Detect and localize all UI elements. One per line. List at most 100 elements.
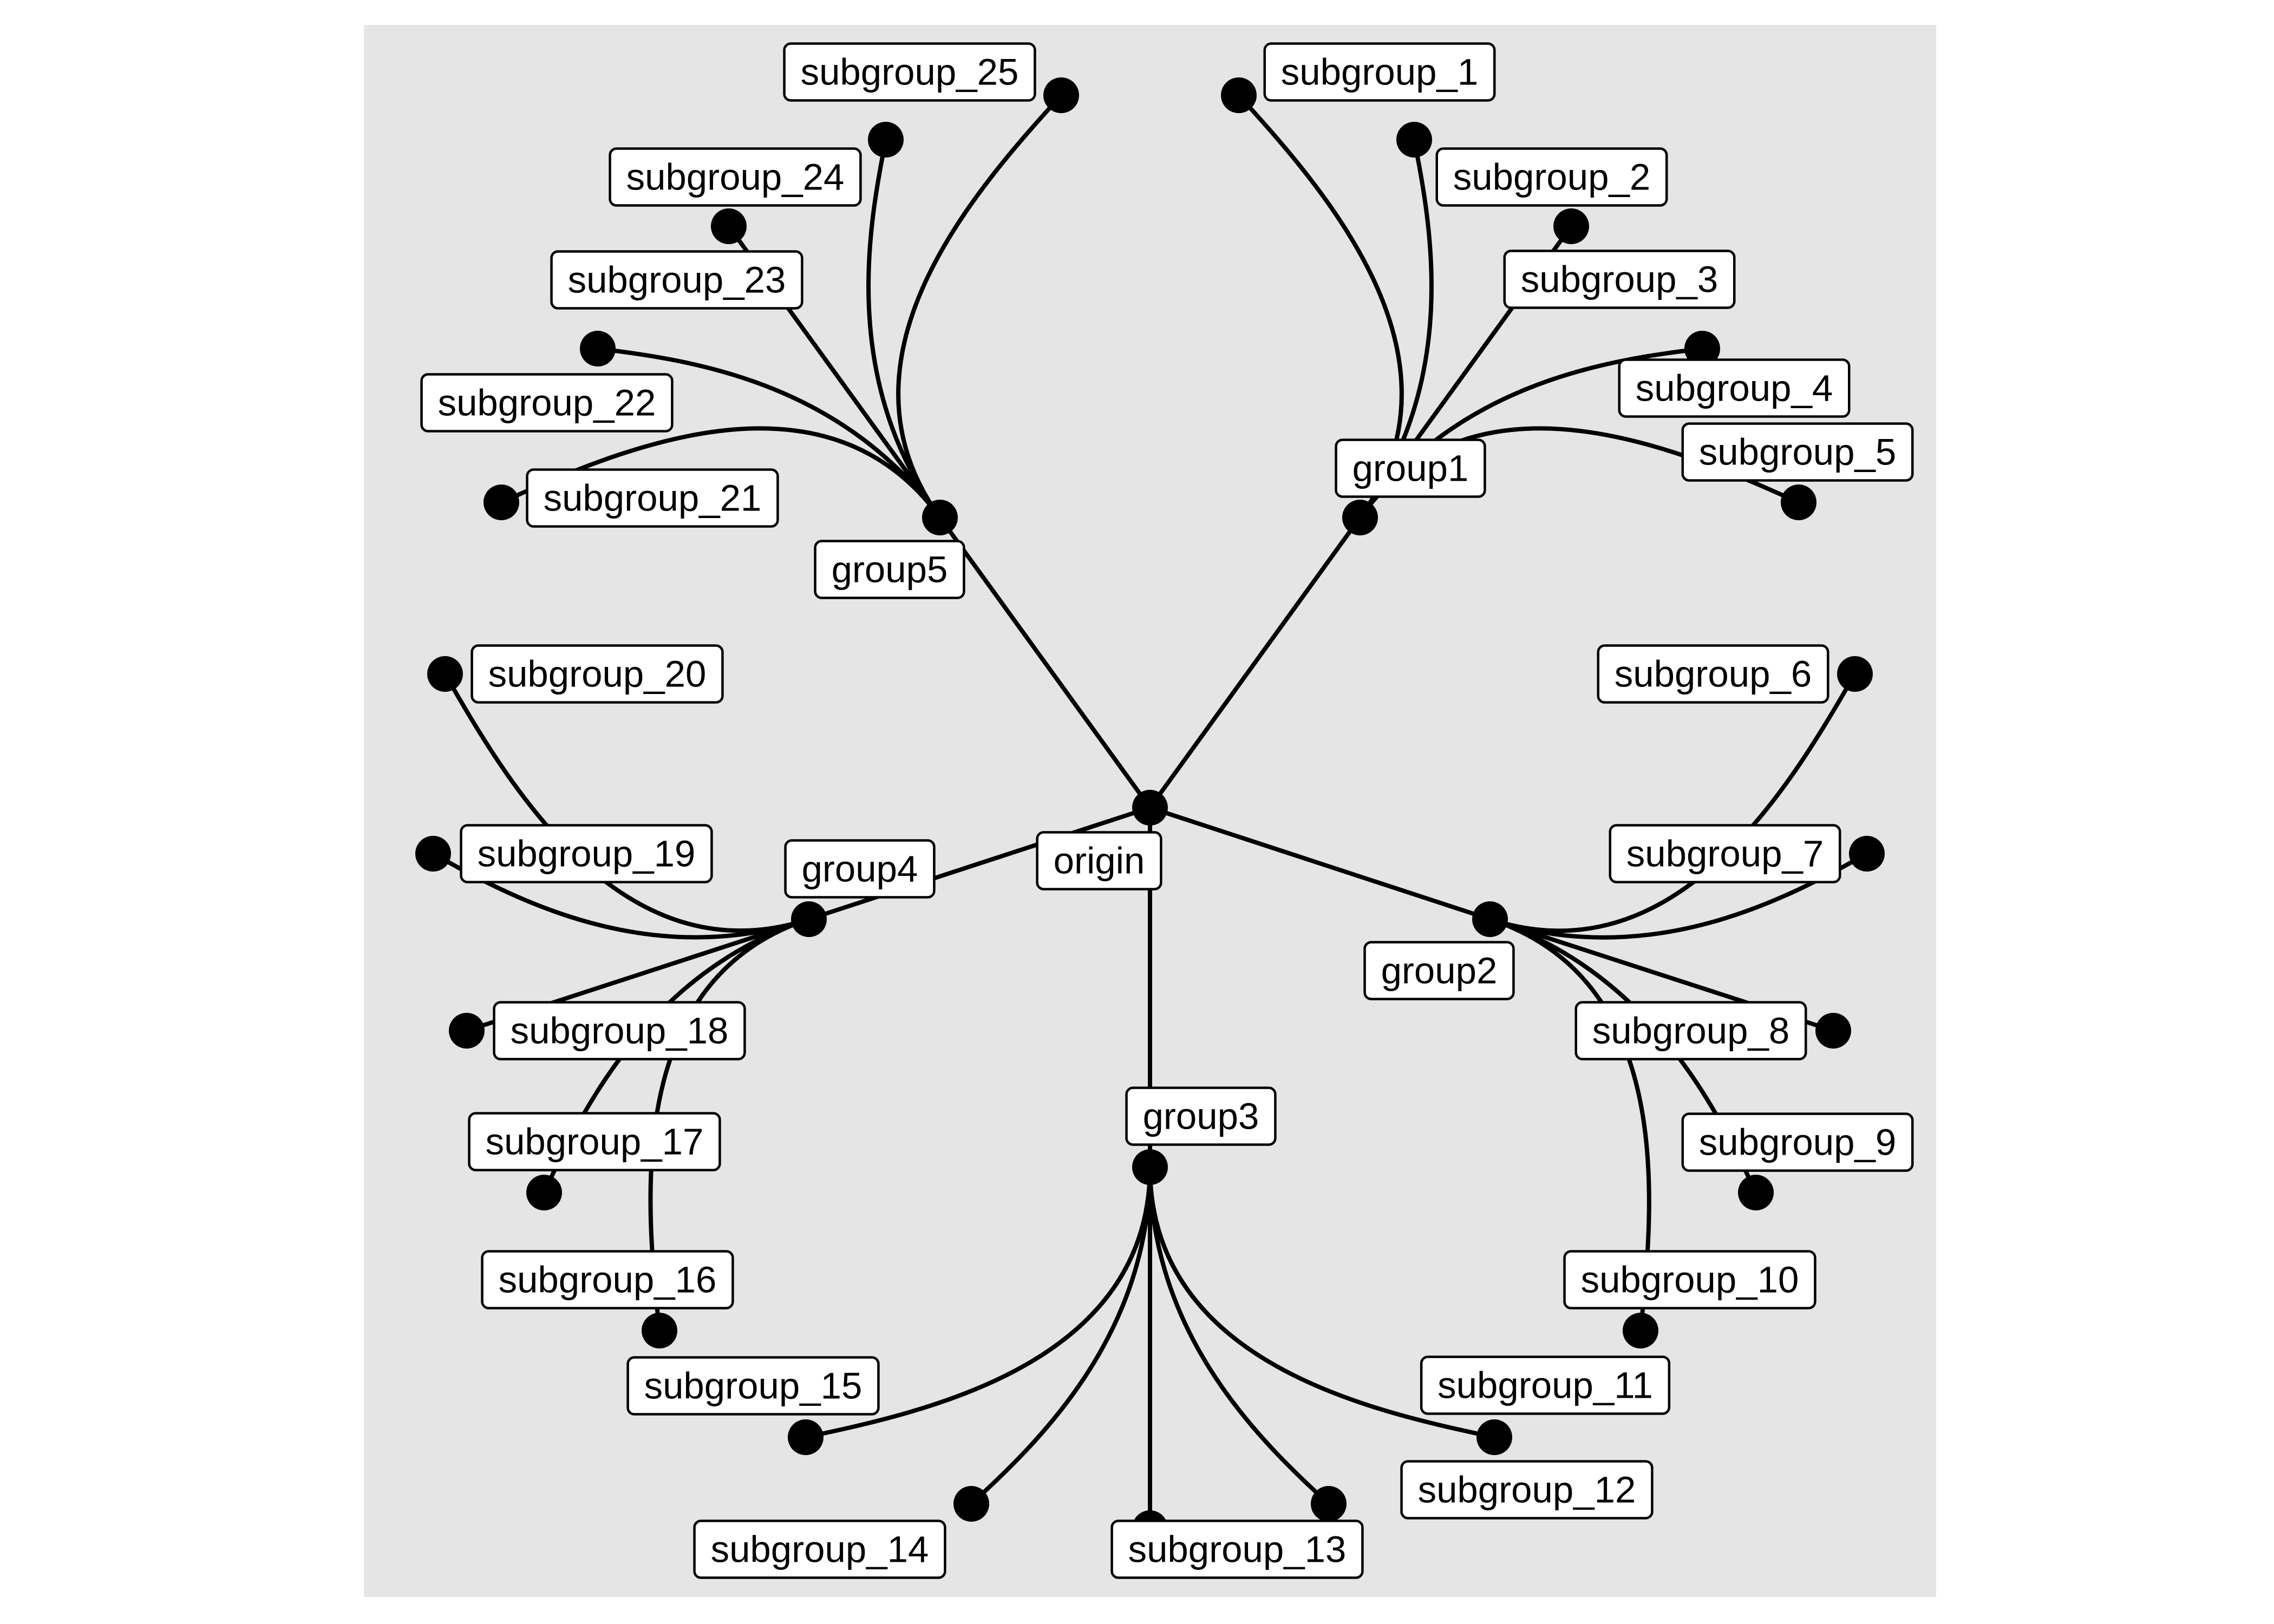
node-label-group5: group5 — [814, 540, 965, 599]
node-point-subgroup_8 — [1815, 1013, 1851, 1049]
label-box — [693, 1520, 946, 1579]
node-label-subgroup_23: subgroup_23 — [550, 250, 803, 310]
label-text: subgroup_8 — [1592, 1010, 1789, 1052]
node-point-subgroup_10 — [1623, 1313, 1658, 1348]
label-text: subgroup_15 — [644, 1365, 862, 1407]
node-label-subgroup_21: subgroup_21 — [526, 468, 779, 528]
label-box — [1574, 1001, 1807, 1060]
node-label-subgroup_14: subgroup_14 — [693, 1520, 946, 1579]
label-box — [1125, 1086, 1277, 1146]
label-box — [526, 468, 779, 528]
node-point-subgroup_20 — [427, 656, 463, 692]
node-label-subgroup_3: subgroup_3 — [1503, 250, 1736, 309]
label-text: subgroup_7 — [1626, 833, 1824, 875]
label-box — [1435, 147, 1668, 207]
label-text: subgroup_14 — [711, 1529, 929, 1570]
label-text: subgroup_21 — [544, 477, 762, 519]
node-point-group1 — [1342, 500, 1378, 535]
node-points-layer — [415, 77, 1885, 1546]
label-box — [1681, 1112, 1914, 1172]
node-point-group3 — [1132, 1149, 1168, 1185]
node-label-subgroup_1: subgroup_1 — [1263, 42, 1496, 102]
label-box — [460, 824, 713, 883]
edge-group5-subgroup_22 — [596, 346, 942, 520]
label-box — [493, 1001, 746, 1060]
node-point-subgroup_5 — [1781, 484, 1816, 520]
label-box — [784, 839, 936, 899]
label-text: origin — [1054, 840, 1145, 882]
label-box — [626, 1356, 880, 1416]
edge-origin-group5 — [938, 515, 1152, 810]
node-point-group5 — [922, 500, 958, 535]
node-point-subgroup_16 — [642, 1313, 677, 1348]
node-label-subgroup_24: subgroup_24 — [609, 147, 862, 207]
label-text: group5 — [832, 549, 948, 591]
label-box — [471, 644, 724, 704]
label-text: subgroup_3 — [1521, 259, 1718, 300]
label-text: subgroup_25 — [801, 51, 1019, 93]
label-text: subgroup_4 — [1636, 368, 1833, 409]
label-box — [814, 540, 965, 599]
node-point-subgroup_21 — [483, 484, 519, 520]
edge-group5-subgroup_24 — [866, 137, 942, 520]
label-box — [1420, 1355, 1671, 1415]
node-label-subgroup_19: subgroup_19 — [460, 824, 713, 883]
node-label-group1: group1 — [1335, 438, 1486, 498]
node-labels-layer: origingroup1group2group3group4group5subg… — [420, 42, 1914, 1579]
edge-group3-subgroup_15 — [803, 1165, 1152, 1439]
node-point-subgroup_1 — [1221, 77, 1257, 113]
label-box — [1681, 422, 1914, 482]
node-point-group2 — [1472, 901, 1508, 937]
node-label-subgroup_17: subgroup_17 — [468, 1112, 721, 1171]
label-box — [1363, 941, 1515, 1000]
node-point-subgroup_17 — [526, 1175, 562, 1210]
label-box — [1036, 831, 1162, 890]
node-point-subgroup_9 — [1738, 1175, 1774, 1210]
node-point-subgroup_25 — [1043, 77, 1079, 113]
node-label-subgroup_10: subgroup_10 — [1563, 1250, 1816, 1309]
node-label-subgroup_5: subgroup_5 — [1681, 422, 1914, 482]
node-point-subgroup_23 — [711, 208, 747, 244]
node-label-subgroup_9: subgroup_9 — [1681, 1112, 1914, 1172]
label-box — [1110, 1520, 1364, 1579]
node-point-subgroup_12 — [1311, 1486, 1347, 1522]
label-box — [420, 373, 674, 433]
label-box — [1503, 250, 1736, 309]
node-point-subgroup_14 — [953, 1486, 989, 1522]
node-point-subgroup_18 — [449, 1013, 485, 1049]
edge-group5-subgroup_25 — [896, 93, 1063, 520]
label-text: group1 — [1352, 448, 1469, 489]
node-label-group3: group3 — [1125, 1086, 1277, 1146]
label-box — [1400, 1460, 1654, 1520]
edge-group3-subgroup_14 — [969, 1165, 1152, 1506]
node-label-subgroup_22: subgroup_22 — [420, 373, 674, 433]
node-label-subgroup_7: subgroup_7 — [1609, 824, 1841, 883]
node-label-subgroup_25: subgroup_25 — [783, 42, 1036, 102]
label-text: subgroup_10 — [1581, 1259, 1799, 1301]
label-text: subgroup_23 — [568, 259, 786, 301]
label-text: subgroup_19 — [478, 833, 696, 875]
node-point-subgroup_6 — [1837, 656, 1873, 692]
label-box — [1335, 438, 1486, 498]
node-point-subgroup_19 — [415, 836, 451, 872]
label-box — [783, 42, 1036, 102]
node-label-subgroup_11: subgroup_11 — [1420, 1355, 1671, 1415]
node-label-subgroup_2: subgroup_2 — [1435, 147, 1668, 207]
label-text: subgroup_11 — [1437, 1365, 1653, 1406]
node-point-subgroup_7 — [1849, 836, 1885, 872]
label-text: subgroup_13 — [1128, 1529, 1347, 1570]
label-text: subgroup_24 — [626, 156, 845, 198]
node-point-subgroup_24 — [868, 122, 904, 158]
node-label-subgroup_16: subgroup_16 — [481, 1250, 734, 1309]
label-box — [1597, 644, 1829, 704]
label-box — [1609, 824, 1841, 883]
node-point-subgroup_4 — [1684, 331, 1720, 366]
node-label-origin: origin — [1036, 831, 1162, 890]
node-label-subgroup_4: subgroup_4 — [1618, 358, 1851, 418]
label-text: group3 — [1143, 1096, 1259, 1137]
label-text: subgroup_6 — [1615, 653, 1812, 695]
node-label-group2: group2 — [1363, 941, 1515, 1000]
label-text: group2 — [1381, 950, 1498, 992]
node-label-subgroup_8: subgroup_8 — [1574, 1001, 1807, 1060]
